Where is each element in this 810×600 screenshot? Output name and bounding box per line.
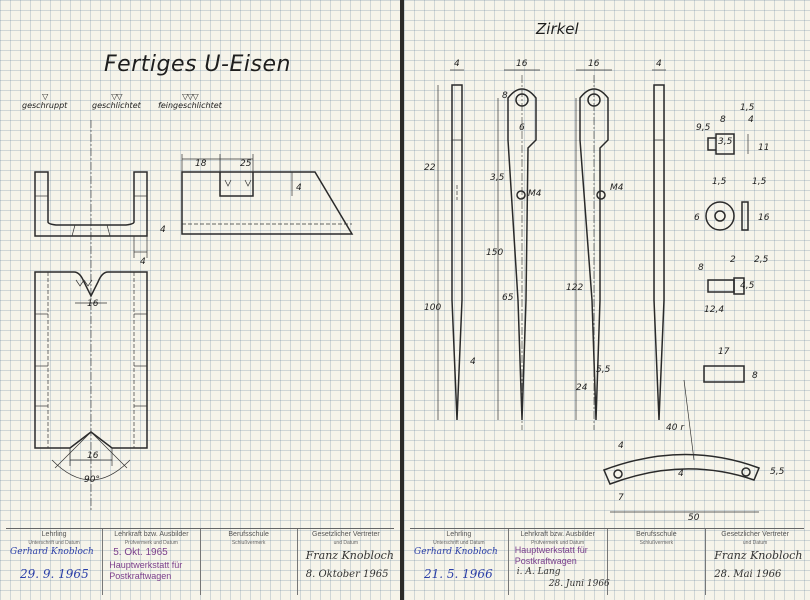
dim-1-5-washer-a: 1,5 bbox=[712, 177, 727, 187]
dim-4-c: 4 bbox=[470, 357, 476, 367]
lehrling-name: Gerhard Knobloch bbox=[414, 547, 498, 557]
dim-4-b: 4 bbox=[656, 59, 662, 69]
finish-symbol-roughed: ▽geschruppt bbox=[22, 92, 68, 110]
dim-6: 6 bbox=[519, 123, 525, 133]
dim-m4-b: M4 bbox=[610, 183, 624, 193]
vertreter-date: 28. Mai 1966 bbox=[714, 569, 782, 580]
sheet-title: Zirkel bbox=[536, 20, 579, 38]
u-eisen-drawing: 18 25 4 4 4 16 16 90° bbox=[34, 120, 354, 510]
dim-50: 50 bbox=[688, 513, 700, 523]
drawing-sheet-zirkel: Zirkel bbox=[404, 0, 810, 600]
vertreter-signature: Franz Knobloch bbox=[305, 549, 394, 562]
dim-4-bottom: 4 bbox=[140, 257, 146, 267]
dim-16-top: 16 bbox=[87, 299, 99, 309]
vertreter-signature: Franz Knobloch bbox=[714, 549, 803, 562]
dim-1-5-screw: 1,5 bbox=[740, 103, 755, 113]
dim-25: 25 bbox=[240, 159, 252, 169]
dim-4-side: 4 bbox=[296, 183, 302, 193]
dim-8-pin: 8 bbox=[698, 263, 704, 273]
dim-8: 8 bbox=[502, 91, 508, 101]
dim-22: 22 bbox=[424, 163, 436, 173]
dim-4-arm-b: 4 bbox=[678, 469, 684, 479]
lehrling-date: 21. 5. 1966 bbox=[424, 567, 493, 581]
dim-100: 100 bbox=[424, 303, 441, 313]
finish-symbol-smoothed: ▽▽geschlichtet bbox=[92, 92, 141, 110]
dim-150: 150 bbox=[486, 248, 503, 258]
stamp-line-1: Hauptwerkstatt für bbox=[109, 560, 183, 570]
stamp-line-1: Hauptwerkstatt für bbox=[514, 545, 588, 555]
dim-122: 122 bbox=[566, 283, 583, 293]
dim-24: 24 bbox=[576, 383, 588, 393]
dim-5-5-arm: 5,5 bbox=[770, 467, 785, 477]
dim-17: 17 bbox=[718, 347, 730, 357]
dim-2: 2 bbox=[730, 255, 736, 265]
lehrling-name: Gerhard Knobloch bbox=[10, 547, 94, 557]
dim-12-4: 12,4 bbox=[704, 305, 724, 315]
dim-11: 11 bbox=[758, 143, 769, 153]
dim-4-5: 4,5 bbox=[740, 281, 755, 291]
dim-3-5-screw: 3,5 bbox=[718, 137, 733, 147]
dim-2-5: 2,5 bbox=[754, 255, 769, 265]
dim-65: 65 bbox=[502, 293, 514, 303]
dim-18: 18 bbox=[195, 159, 207, 169]
dim-1-5-washer-b: 1,5 bbox=[752, 177, 767, 187]
dim-16-a: 16 bbox=[516, 59, 528, 69]
drawing-sheet-u-eisen: Fertiges U-Eisen ▽geschruppt ▽▽geschlich… bbox=[0, 0, 400, 600]
dim-40r: 40 r bbox=[666, 423, 685, 433]
dim-8-screw: 8 bbox=[720, 115, 726, 125]
dim-4-arm-a: 4 bbox=[618, 441, 624, 451]
dim-9-5: 9,5 bbox=[696, 123, 711, 133]
stamp-line-2: Postkraftwagen bbox=[514, 556, 577, 566]
dim-16-bottom: 16 bbox=[87, 451, 99, 461]
dim-16-b: 16 bbox=[588, 59, 600, 69]
dim-6-washer: 6 bbox=[694, 213, 700, 223]
dim-4-screw: 4 bbox=[748, 115, 754, 125]
dim-m4-a: M4 bbox=[528, 189, 542, 199]
ausbilder-signature: i. A. Lang bbox=[516, 567, 561, 577]
stamp-line-2: Postkraftwagen bbox=[109, 571, 172, 581]
dim-angle: 90° bbox=[84, 475, 100, 485]
lehrling-date: 29. 9. 1965 bbox=[20, 567, 89, 581]
dim-4-a: 4 bbox=[454, 59, 460, 69]
dim-8-bar: 8 bbox=[752, 371, 758, 381]
vertreter-date: 8. Oktober 1965 bbox=[305, 569, 389, 580]
ausbilder-date: 5. Okt. 1965 bbox=[113, 547, 168, 558]
finish-symbol-fine: ▽▽▽feingeschlichtet bbox=[158, 92, 222, 110]
dim-5-5: 5,5 bbox=[596, 365, 611, 375]
dim-16-washer: 16 bbox=[758, 213, 770, 223]
ausbilder-date: 28. Juni 1966 bbox=[548, 579, 610, 589]
dim-7: 7 bbox=[618, 493, 624, 503]
dim-3-5: 3,5 bbox=[490, 173, 505, 183]
sheet-title: Fertiges U-Eisen bbox=[104, 52, 291, 77]
zirkel-drawing: 4 16 16 4 8 6 22 3,5 150 65 122 100 4 24… bbox=[424, 59, 785, 523]
dim-4-front: 4 bbox=[160, 225, 166, 235]
